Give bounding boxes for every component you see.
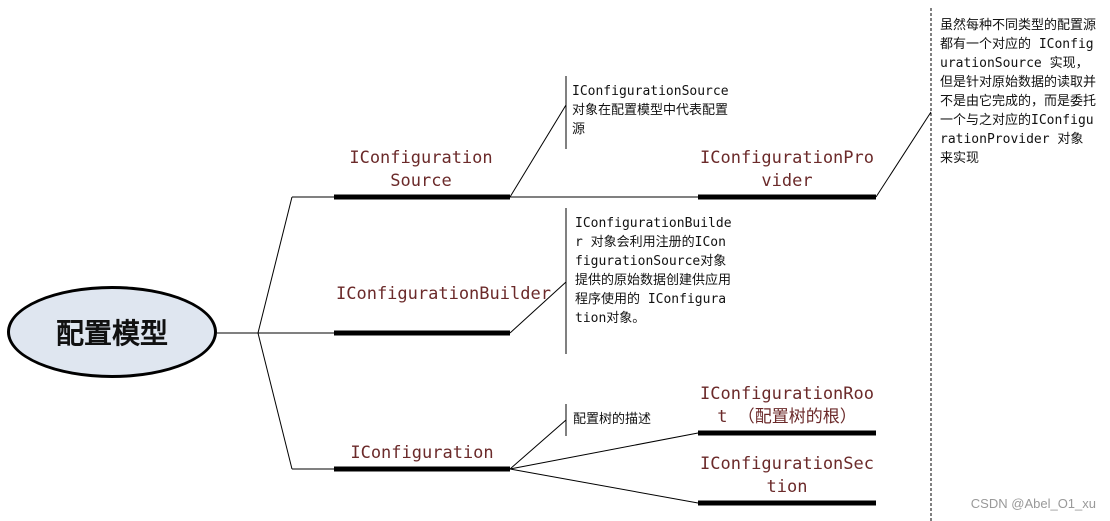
- watermark: CSDN @Abel_O1_xu: [970, 496, 1096, 511]
- node-configuration-provider: IConfigurationProvider: [700, 148, 874, 191]
- note-builder: IConfigurationBuilder 对象会利用注册的IConfigura…: [575, 216, 732, 326]
- node-configuration: IConfiguration: [350, 443, 494, 463]
- node-configuration-source: IConfiguration Source: [349, 148, 493, 191]
- node-configuration-section: IConfigurationSection: [700, 454, 874, 497]
- node-configuration-builder: IConfigurationBuilder: [336, 284, 551, 304]
- node-configuration-root: IConfigurationRoot （配置树的根）: [700, 384, 874, 427]
- root-topic: 配置模型: [7, 286, 217, 378]
- root-topic-label: 配置模型: [55, 317, 168, 350]
- note-source: IConfigurationSource对象在配置模型中代表配置源: [572, 84, 729, 137]
- note-configuration: 配置树的描述: [573, 412, 652, 427]
- note-provider: 虽然每种不同类型的配置源都有一个对应的 IConfigurationSource…: [940, 18, 1097, 166]
